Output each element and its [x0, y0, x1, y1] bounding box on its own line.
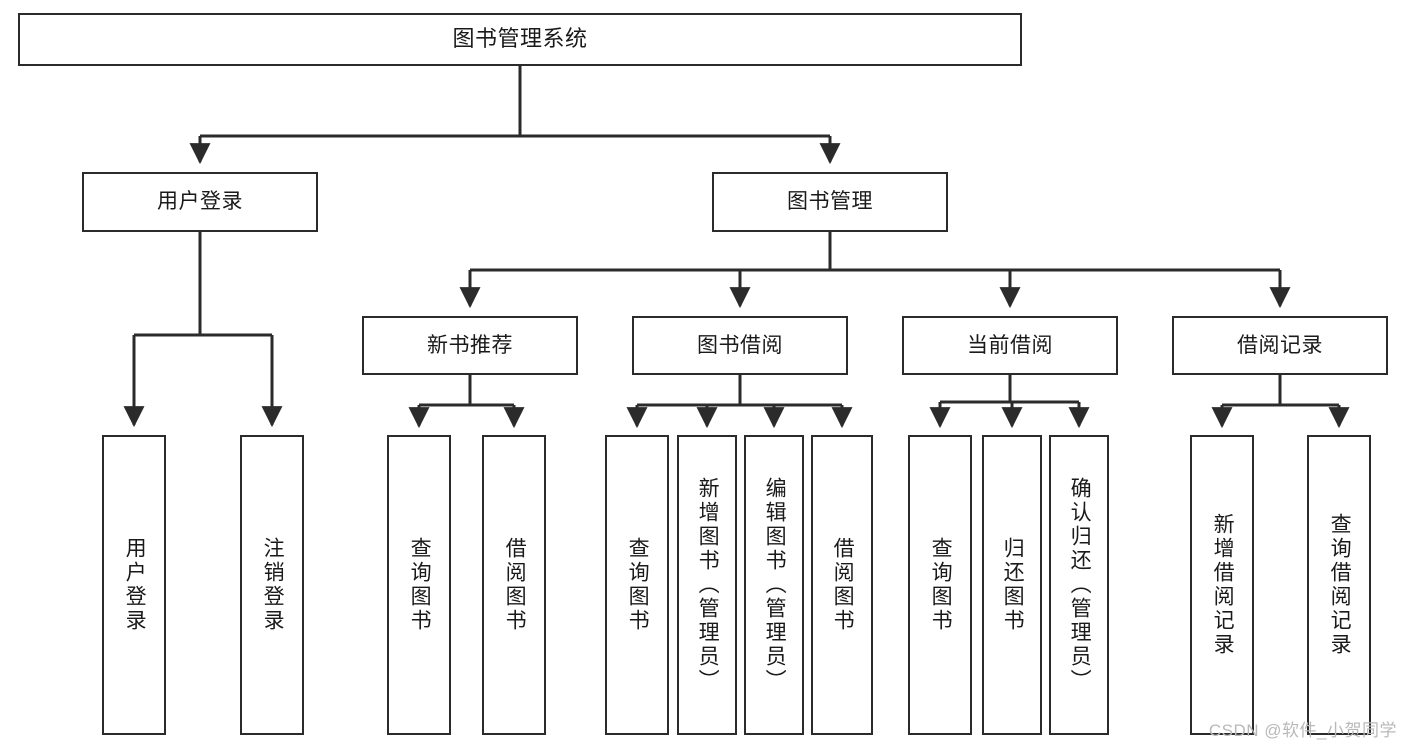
leaf-label: 查询图书 [626, 537, 650, 633]
leaf-label: 编辑图书（管理员） [763, 477, 787, 693]
leaf-label: 新增借阅记录 [1211, 513, 1235, 657]
leaf-label: 查询图书 [408, 537, 432, 633]
leaf-label: 用户登录 [123, 537, 147, 633]
node-borrow-record[interactable]: 借阅记录 [1172, 316, 1388, 375]
leaf-borrow-borrow-book[interactable]: 借阅图书 [811, 435, 873, 735]
leaf-label: 借阅图书 [503, 537, 527, 633]
leaf-user-logout[interactable]: 注销登录 [240, 435, 304, 735]
leaf-label: 查询图书 [929, 537, 953, 633]
leaf-borrow-add-book-admin[interactable]: 新增图书（管理员） [677, 435, 737, 735]
node-root-system[interactable]: 图书管理系统 [18, 13, 1022, 66]
leaf-record-query-record[interactable]: 查询借阅记录 [1307, 435, 1371, 735]
leaf-label: 新增图书（管理员） [696, 477, 720, 693]
leaf-label: 借阅图书 [831, 537, 855, 633]
leaf-record-add-record[interactable]: 新增借阅记录 [1190, 435, 1254, 735]
node-book-management[interactable]: 图书管理 [712, 172, 948, 232]
leaf-label: 确认归还（管理员） [1068, 477, 1092, 693]
node-current-borrow[interactable]: 当前借阅 [902, 316, 1118, 375]
leaf-label: 注销登录 [261, 537, 285, 633]
leaf-current-query-book[interactable]: 查询图书 [908, 435, 972, 735]
leaf-label: 查询借阅记录 [1328, 513, 1352, 657]
leaf-newbook-query-book[interactable]: 查询图书 [387, 435, 451, 735]
node-user-login[interactable]: 用户登录 [82, 172, 318, 232]
node-new-book-recommend[interactable]: 新书推荐 [362, 316, 578, 375]
leaf-current-confirm-return-admin[interactable]: 确认归还（管理员） [1049, 435, 1109, 735]
leaf-label: 归还图书 [1001, 537, 1025, 633]
leaf-newbook-borrow-book[interactable]: 借阅图书 [482, 435, 546, 735]
watermark-text: CSDN @软件_小贺同学 [1208, 721, 1397, 740]
node-book-borrow[interactable]: 图书借阅 [632, 316, 848, 375]
leaf-user-login[interactable]: 用户登录 [102, 435, 166, 735]
leaf-borrow-query-book[interactable]: 查询图书 [605, 435, 669, 735]
leaf-borrow-edit-book-admin[interactable]: 编辑图书（管理员） [744, 435, 804, 735]
leaf-current-return-book[interactable]: 归还图书 [982, 435, 1042, 735]
